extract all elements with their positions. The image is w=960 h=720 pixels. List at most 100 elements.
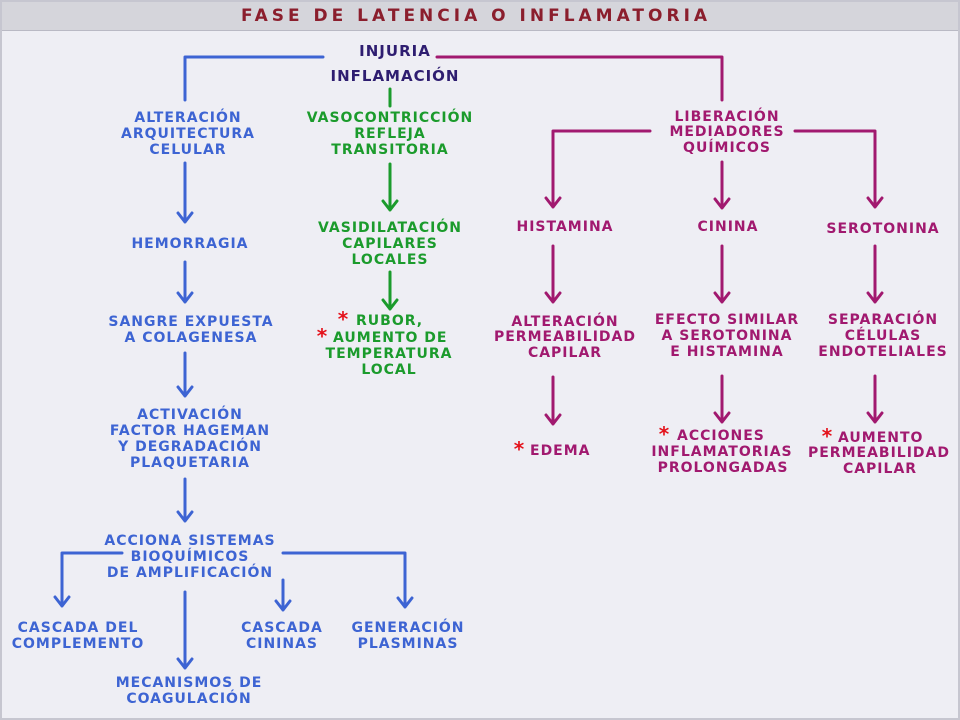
node-alteracion-arquitectura-celular: ALTERACIÓN ARQUITECTURA CELULAR: [121, 108, 255, 158]
node-label-line: HISTAMINA: [517, 219, 614, 235]
node-generacion-plasminas: GENERACIÓN PLASMINAS: [351, 618, 464, 652]
node-label-line: SEROTONINA: [826, 221, 939, 237]
node-label-line: CASCADA: [241, 620, 323, 636]
node-inflamacion: INFLAMACIÓN: [331, 66, 460, 85]
node-label-line: COMPLEMENTO: [12, 636, 145, 652]
arrow-to-generacion-plasminas: [281, 551, 414, 609]
node-label-line: QUÍMICOS: [683, 139, 771, 156]
header-bar: [0, 0, 960, 30]
node-label-line: VASIDILATACIÓN: [318, 218, 462, 236]
page-title: FASE DE LATENCIA O INFLAMATORIA: [241, 6, 711, 26]
node-edema: * EDEMA: [514, 437, 591, 461]
node-vasocontriccion: VASOCONTRICCIÓN REFLEJA TRANSITORIA: [307, 108, 474, 158]
arrow-to-cascada-complemento: [53, 551, 124, 608]
node-label-line: ALTERACIÓN: [511, 312, 618, 330]
node-label-line: COAGULACIÓN: [126, 689, 251, 707]
node-label-line: TRANSITORIA: [331, 142, 448, 158]
node-label-line: LOCALES: [352, 252, 429, 268]
node-label-line: DE AMPLIFICACIÓN: [107, 563, 273, 581]
arrow-to-cinina: [713, 160, 731, 210]
node-label-line: ACTIVACIÓN: [137, 405, 243, 423]
node-label-line: SEPARACIÓN: [828, 310, 938, 328]
arrow-to-mecanismos-coagulacion: [176, 590, 194, 670]
node-efecto-similar: EFECTO SIMILAR A SEROTONINA E HISTAMINA: [655, 312, 799, 360]
node-label-line: LOCAL: [361, 362, 416, 378]
arrow-to-edema: [544, 375, 562, 426]
node-label-line: Y DEGRADACIÓN: [117, 437, 262, 455]
node-label-line: ALTERACIÓN: [134, 108, 241, 126]
node-label-line: CAPILAR: [843, 461, 917, 477]
node-hemorragia: HEMORRAGIA: [131, 236, 247, 252]
node-label-line: E HISTAMINA: [670, 344, 783, 360]
node-label-line: REFLEJA: [354, 126, 425, 142]
node-label-line: ACCIONES: [677, 428, 765, 444]
asterisk-marker: *: [514, 437, 525, 461]
node-label-line: PERMEABILIDAD: [808, 445, 950, 461]
node-cascada-cininas: CASCADA CININAS: [241, 620, 323, 652]
node-label-line: PLAQUETARIA: [130, 455, 250, 471]
node-activacion-factor-hageman: ACTIVACIÓN FACTOR HAGEMAN Y DEGRADACIÓN …: [110, 405, 270, 471]
node-label-line: ACCIONA SISTEMAS: [104, 533, 275, 549]
node-label-line: RUBOR,: [356, 313, 423, 329]
node-aumento-permeabilidad: * AUMENTO PERMEABILIDAD CAPILAR: [808, 424, 950, 477]
asterisk-marker: *: [338, 307, 349, 331]
node-label-line: PLASMINAS: [358, 636, 459, 652]
arrow-to-vasidilatacion: [381, 162, 399, 212]
arrow-to-separacion-celulas: [866, 244, 884, 304]
connector-root-to-alteracion: [183, 55, 325, 102]
node-cinina: CININA: [698, 219, 759, 235]
asterisk-marker: *: [822, 424, 833, 448]
arrow-to-activacion: [176, 351, 194, 398]
node-label-line: CAPILARES: [342, 236, 438, 252]
node-label-line: ARQUITECTURA: [121, 126, 255, 142]
node-label-line: TEMPERATURA: [326, 346, 453, 362]
node-alteracion-permeabilidad: ALTERACIÓN PERMEABILIDAD CAPILAR: [494, 312, 636, 361]
asterisk-marker: *: [659, 422, 670, 446]
node-histamina: HISTAMINA: [517, 219, 614, 235]
node-label-line: CININAS: [246, 636, 318, 652]
node-label-line: PROLONGADAS: [658, 460, 789, 476]
arrow-to-alteracion-permeabilidad: [544, 244, 562, 304]
node-acciona-sistemas: ACCIONA SISTEMAS BIOQUÍMICOS DE AMPLIFIC…: [104, 533, 275, 581]
arrow-to-serotonina: [793, 129, 884, 209]
node-label-line: GENERACIÓN: [351, 618, 464, 636]
node-label-line: ENDOTELIALES: [818, 344, 947, 360]
node-label-line: EFECTO SIMILAR: [655, 312, 799, 328]
arrow-to-signos: [381, 270, 399, 311]
node-mecanismos-coagulacion: MECANISMOS DE COAGULACIÓN: [116, 675, 263, 707]
node-rubor-temperatura: * RUBOR, * AUMENTO DE TEMPERATURA LOCAL: [317, 307, 453, 378]
asterisk-marker: *: [317, 324, 328, 348]
node-injuria-inflamacion: INJURIA INFLAMACIÓN: [331, 42, 460, 85]
node-label-line: AUMENTO: [838, 430, 923, 446]
node-label-line: CAPILAR: [528, 345, 602, 361]
node-serotonina: SEROTONINA: [826, 221, 939, 237]
node-acciones-inflamatorias: * ACCIONES INFLAMATORIAS PROLONGADAS: [651, 422, 792, 476]
node-label-line: LIBERACIÓN: [674, 107, 779, 125]
arrow-to-cascada-cininas: [274, 578, 292, 612]
node-liberacion-mediadores: LIBERACIÓN MEDIADORES QUÍMICOS: [669, 107, 784, 156]
node-label-line: CÉLULAS: [845, 327, 921, 344]
node-label-line: MECANISMOS DE: [116, 675, 263, 691]
connector-root-to-liberacion: [435, 55, 724, 102]
arrow-to-efecto-similar: [713, 244, 731, 304]
node-label-line: CELULAR: [149, 142, 226, 158]
node-label-line: AUMENTO DE: [333, 330, 448, 346]
node-vasidilatacion: VASIDILATACIÓN CAPILARES LOCALES: [318, 218, 462, 268]
arrow-to-acciona-sistemas: [176, 477, 194, 523]
node-label-line: INFLAMATORIAS: [651, 444, 792, 460]
node-label-line: EDEMA: [530, 443, 591, 459]
node-label-line: VASOCONTRICCIÓN: [307, 108, 474, 126]
node-label-line: PERMEABILIDAD: [494, 329, 636, 345]
node-sangre-expuesta: SANGRE EXPUESTA A COLAGENESA: [108, 314, 272, 346]
node-label-line: FACTOR HAGEMAN: [110, 423, 270, 439]
arrow-to-hemorragia: [176, 161, 194, 224]
node-separacion-celulas: SEPARACIÓN CÉLULAS ENDOTELIALES: [818, 310, 947, 360]
arrow-to-acciones-inflamatorias: [713, 374, 731, 424]
node-injuria: INJURIA: [359, 42, 431, 60]
node-label-line: MEDIADORES: [669, 124, 784, 140]
node-cascada-complemento: CASCADA DEL COMPLEMENTO: [12, 620, 145, 652]
node-label-line: CASCADA DEL: [18, 620, 139, 636]
node-label-line: CININA: [698, 219, 759, 235]
